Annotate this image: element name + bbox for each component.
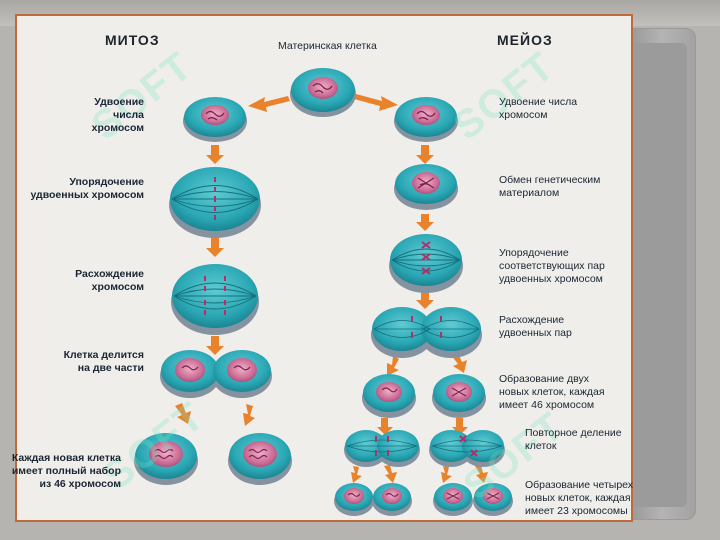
label-meiosis-exchange: Обмен генетическим материалом (499, 174, 601, 199)
arrow-mitosis-1 (206, 145, 224, 164)
arrow-to-mitosis (248, 96, 290, 112)
arrow-meiosis-1 (416, 145, 434, 164)
arrow-meiosis-4b (451, 353, 467, 373)
label-meiosis-doubling: Удвоение числа хромосом (499, 96, 578, 121)
mitosis-result-cell-left (134, 433, 198, 485)
arrow-meiosis-6c (441, 466, 452, 483)
label-mitosis-divergence: Расхождение хромосом (75, 268, 144, 293)
cell-division-diagram (134, 68, 513, 516)
label-meiosis-two-cells: Образование двух новых клеток, каждая им… (499, 373, 605, 411)
meiosis-cell-doubling (394, 97, 458, 142)
cells (134, 68, 513, 516)
label-mitosis-result: Каждая новая клетка имеет полный набор и… (11, 452, 121, 490)
arrow-meiosis-6b (384, 465, 397, 483)
meiosis-two-cells-left (362, 374, 416, 418)
arrow-meiosis-5a (377, 418, 393, 435)
label-mother-cell: Материнская клетка (278, 40, 377, 52)
arrow-mitosis-4a (175, 403, 191, 424)
label-meiosis-ordering: Упорядочение соответствующих пар удвоенн… (499, 247, 605, 285)
arrow-meiosis-2 (416, 214, 434, 231)
label-meiosis-four-cells: Образование четырех новых клеток, каждая… (525, 479, 634, 517)
arrow-to-meiosis (354, 94, 398, 111)
label-mitosis-divides: Клетка делится на две части (63, 349, 144, 374)
meiosis-two-cells-right (432, 374, 486, 418)
mitosis-cell-dividing (160, 350, 272, 398)
mitosis-cell-doubling (183, 97, 247, 142)
meiosis-repeat-division-right (429, 430, 505, 467)
meiosis-cell-divergence (371, 307, 482, 358)
mitosis-cell-ordering (169, 167, 261, 238)
header-mitosis: МИТОЗ (105, 32, 160, 48)
arrow-mitosis-3 (206, 336, 224, 355)
label-meiosis-divergence: Расхождение удвоенных пар (499, 314, 572, 339)
label-mitosis-doubling: Удвоение числа хромосом (91, 96, 144, 134)
meiosis-cell-ordering (389, 234, 463, 293)
header-meiosis: МЕЙОЗ (497, 32, 553, 48)
meiosis-cell-exchange (394, 164, 458, 210)
mitosis-result-cell-right (228, 433, 292, 485)
meiosis-repeat-division-left (344, 430, 420, 467)
mother-cell (290, 68, 356, 117)
arrow-meiosis-4a (387, 356, 399, 376)
meiosis-four-cells (334, 483, 513, 516)
label-mitosis-ordering: Упорядочение удвоенных хромосом (30, 176, 144, 201)
arrow-meiosis-6a (351, 466, 362, 483)
mitosis-cell-divergence (171, 264, 259, 335)
label-meiosis-repeat: Повторное деление клеток (525, 427, 622, 452)
arrows (175, 94, 488, 483)
slide: SOFT SOFT SOFT SOFT МИТОЗ МЕЙОЗ Материнс… (11, 14, 634, 522)
arrow-mitosis-2 (206, 238, 224, 257)
arrow-mitosis-4b (243, 404, 255, 426)
arrow-meiosis-3 (416, 292, 434, 309)
arrow-meiosis-6d (475, 465, 488, 483)
